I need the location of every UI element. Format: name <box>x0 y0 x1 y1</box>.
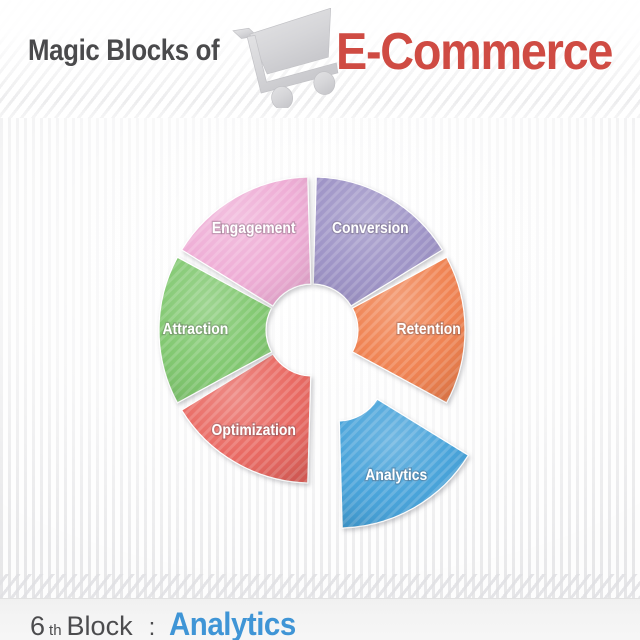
slice-sheen <box>352 257 466 403</box>
pie-slice-analytics[interactable] <box>338 398 470 529</box>
slice-sheen <box>159 257 272 403</box>
page-title-accent: E-Commerce <box>336 23 613 81</box>
pie-slice-optimization[interactable] <box>180 353 312 484</box>
slice-sheen <box>181 177 311 306</box>
pie-slice-attraction[interactable] <box>158 256 273 404</box>
pie-slice-retention[interactable] <box>351 256 466 404</box>
block-caption: 6 th Block : Analytics <box>30 606 307 640</box>
slice-label-conversion: Conversion <box>332 220 409 237</box>
block-name: Analytics <box>169 606 297 640</box>
footer-divider <box>0 598 640 599</box>
slice-sheen <box>339 399 469 528</box>
header: Magic Blocks of E-Commerce <box>0 0 640 110</box>
caption-separator: : <box>148 614 156 640</box>
slice-sheen <box>313 177 443 306</box>
slice-label-retention: Retention <box>396 321 460 338</box>
block-number: 6 <box>30 611 46 640</box>
footer-band <box>0 598 640 640</box>
background-diagonal-stripes-bottom <box>0 574 640 600</box>
pie-slice-conversion[interactable] <box>312 176 444 307</box>
pie-slice-engagement[interactable] <box>180 176 312 307</box>
slice-label-optimization: Optimization <box>211 422 295 439</box>
block-word: Block <box>66 611 133 640</box>
slice-label-analytics: Analytics <box>365 468 427 485</box>
slice-label-attraction: Attraction <box>162 321 228 338</box>
page-title-prefix: Magic Blocks of <box>28 34 220 67</box>
slice-label-engagement: Engagement <box>212 220 296 237</box>
slice-sheen <box>181 354 311 483</box>
shopping-cart-icon <box>232 8 339 108</box>
block-ordinal: th <box>49 622 62 639</box>
